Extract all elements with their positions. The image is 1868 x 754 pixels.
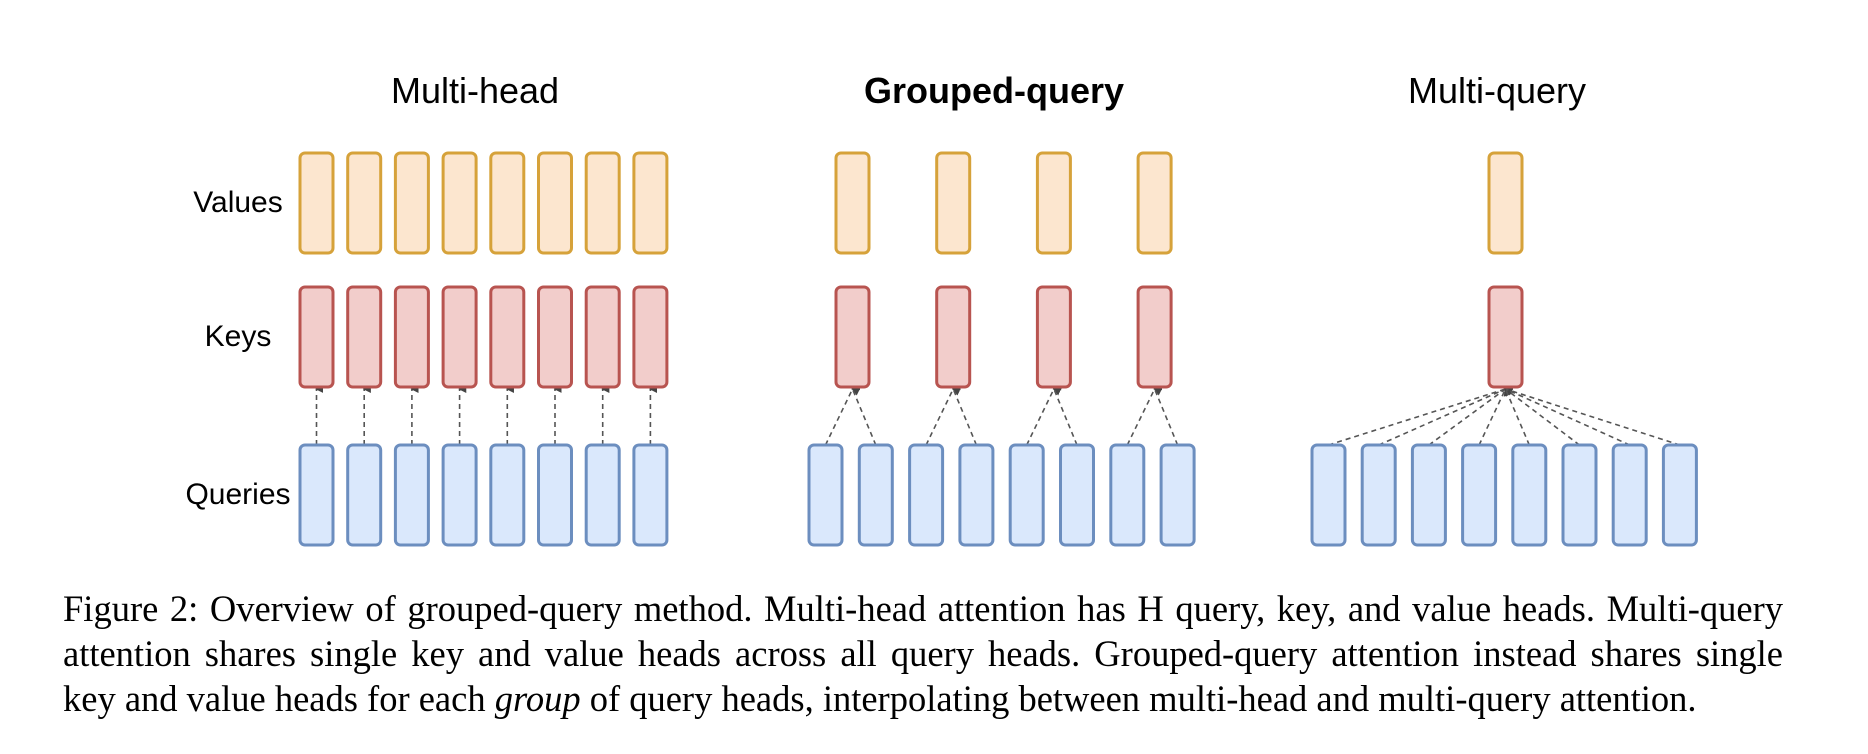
value-head	[489, 151, 526, 255]
caption-line-3-start: key and value heads for each	[63, 678, 495, 719]
key-head	[1136, 285, 1173, 389]
query-head	[1410, 443, 1447, 547]
value-head	[935, 151, 972, 255]
value-head	[584, 151, 621, 255]
query-head	[632, 443, 669, 547]
query-head	[537, 443, 573, 547]
query-key-connector	[1025, 388, 1062, 446]
query-key-connector	[1378, 387, 1512, 446]
caption-line-3-text: key and value heads for each group of qu…	[63, 676, 1783, 721]
caption-line-1-text: Figure 2: Overview of grouped-query meth…	[63, 588, 1783, 629]
key-head	[1035, 285, 1072, 389]
query-head	[857, 443, 894, 547]
query-head	[807, 443, 844, 547]
query-key-connector	[951, 382, 978, 446]
key-head	[1487, 285, 1524, 389]
query-head	[298, 443, 335, 547]
query-head	[1461, 443, 1498, 547]
caption-line-2: attention shares single key and value he…	[63, 631, 1783, 676]
caption-group-italic: group	[494, 678, 581, 719]
query-key-connector	[1126, 388, 1163, 446]
value-head	[1035, 151, 1072, 255]
query-head	[1511, 443, 1548, 547]
value-head	[1136, 151, 1173, 255]
key-head	[632, 285, 669, 389]
value-head	[298, 151, 335, 255]
query-key-connector	[1504, 381, 1631, 446]
query-head	[441, 443, 478, 547]
query-head	[489, 443, 526, 547]
figure-caption: Figure 2: Overview of grouped-query meth…	[63, 586, 1783, 721]
query-head	[1109, 443, 1146, 547]
query-head	[908, 443, 945, 547]
key-head	[935, 285, 972, 389]
caption-line-3: key and value heads for each group of qu…	[63, 676, 1783, 721]
key-head	[441, 285, 478, 389]
value-head	[537, 151, 573, 255]
value-head	[441, 151, 478, 255]
panel-title-grouped-query: Grouped-query	[864, 70, 1124, 111]
value-head	[393, 151, 430, 255]
panel-title-multi-query: Multi-query	[1408, 70, 1586, 111]
query-key-connector	[851, 382, 877, 446]
query-head	[1008, 443, 1045, 547]
query-key-connector	[824, 388, 861, 446]
query-head	[346, 443, 383, 547]
key-head	[346, 285, 383, 389]
key-head	[834, 285, 871, 389]
query-key-connector	[1153, 382, 1179, 446]
query-key-connector	[925, 388, 961, 446]
caption-line-1: Figure 2: Overview of grouped-query meth…	[63, 586, 1783, 631]
query-head	[1159, 443, 1196, 547]
attention-diagram: Multi-head Grouped-query Multi-query Val…	[185, 70, 1698, 547]
query-head	[1611, 443, 1648, 547]
query-head	[1360, 443, 1397, 547]
caption-line-2-text: attention shares single key and value he…	[63, 633, 1783, 674]
query-head	[1059, 443, 1095, 547]
panel-title-multi-head: Multi-head	[391, 70, 559, 111]
query-key-connector	[1328, 387, 1512, 446]
query-head	[1561, 443, 1598, 547]
query-key-connector	[1478, 388, 1514, 446]
value-head	[632, 151, 669, 255]
key-head	[537, 285, 573, 389]
value-head	[834, 151, 871, 255]
query-head	[1661, 443, 1698, 547]
connectors-layer	[315, 381, 1681, 446]
query-key-connector	[1504, 381, 1580, 446]
value-head	[346, 151, 383, 255]
key-head	[489, 285, 526, 389]
heads-layer	[298, 151, 1698, 547]
row-label-keys: Keys	[205, 320, 272, 353]
value-head	[1487, 151, 1524, 255]
query-key-connector	[1428, 387, 1513, 446]
query-key-connector	[1052, 382, 1078, 446]
query-head	[958, 443, 995, 547]
row-label-values: Values	[193, 186, 283, 219]
query-key-connector	[1504, 382, 1531, 446]
caption-line-3-end: of query heads, interpolating between mu…	[580, 678, 1697, 719]
key-head	[298, 285, 335, 389]
query-head	[1310, 443, 1347, 547]
query-head	[393, 443, 430, 547]
key-head	[393, 285, 430, 389]
query-head	[584, 443, 621, 547]
row-label-queries: Queries	[185, 478, 290, 511]
key-head	[584, 285, 621, 389]
query-key-connector	[1503, 381, 1681, 446]
